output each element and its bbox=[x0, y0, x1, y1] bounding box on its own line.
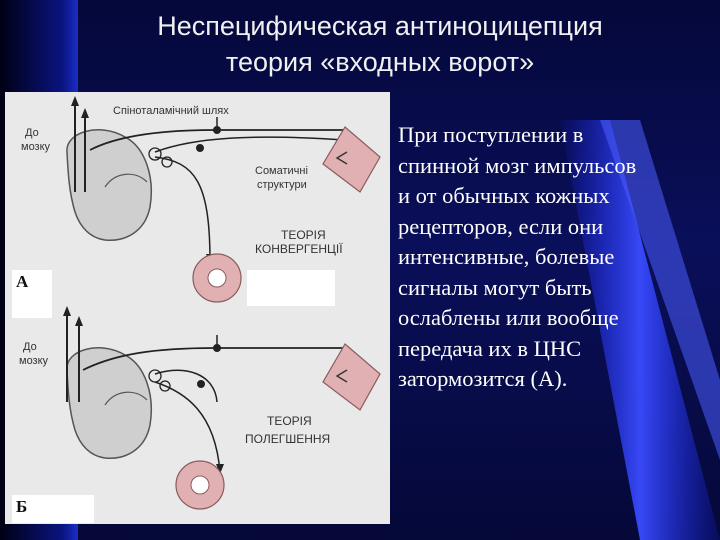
spinal-cord-top bbox=[66, 129, 152, 241]
gate-theory-figure: До мозку Спіноталамічний шлях Соматичні … bbox=[5, 92, 390, 524]
body-line: передача их в ЦНС bbox=[398, 335, 582, 361]
title-line-2: теория «входных ворот» bbox=[225, 47, 535, 77]
theory-label-bottom-1: ТЕОРІЯ bbox=[267, 414, 312, 428]
top-diagram: До мозку Спіноталамічний шлях Соматичні … bbox=[21, 96, 381, 303]
blank-box bbox=[247, 270, 335, 306]
panel-label-b: Б bbox=[12, 495, 94, 523]
bottom-diagram: До мозку ТЕОРІЯ ПОЛЕГШЕННЯ bbox=[19, 306, 381, 510]
slide-body-text: При поступлении в спинной мозг импульсов… bbox=[398, 120, 708, 395]
afferent-line-top bbox=[89, 129, 345, 151]
theory-label-top-2: КОНВЕРГЕНЦІЇ bbox=[255, 242, 343, 256]
to-brain-label-bottom-2: мозку bbox=[19, 355, 49, 367]
body-line: и от обычных кожных bbox=[398, 183, 610, 208]
to-brain-label-top-1: До bbox=[25, 127, 39, 139]
somatic-structure-diamond-bottom bbox=[322, 343, 381, 411]
title-line-1: Неспецифическая антиноцицепция bbox=[157, 11, 603, 41]
afferent-line-bottom bbox=[82, 347, 345, 371]
somatic-label-2: структури bbox=[257, 179, 307, 191]
body-line: ослаблены или вообще bbox=[398, 305, 619, 330]
tract-label: Спіноталамічний шлях bbox=[113, 105, 229, 117]
body-line: рецепторов, если они bbox=[398, 213, 604, 239]
body-line: При поступлении в bbox=[398, 122, 584, 147]
body-line: затормозится (А). bbox=[398, 366, 568, 391]
panel-label-a: А bbox=[12, 270, 52, 318]
somatic-structure-diamond-top bbox=[322, 126, 381, 193]
theory-label-top-1: ТЕОРІЯ bbox=[281, 228, 326, 242]
to-brain-label-bottom-1: До bbox=[23, 341, 37, 353]
slide-title: Неспецифическая антиноцицепция теория «в… bbox=[80, 8, 680, 80]
body-line: сигналы могут быть bbox=[398, 274, 592, 300]
theory-label-bottom-2: ПОЛЕГШЕННЯ bbox=[245, 432, 330, 446]
spinal-cord-bottom bbox=[66, 347, 152, 459]
to-brain-label-top-2: мозку bbox=[21, 141, 51, 153]
body-line: спинной мозг импульсов bbox=[398, 152, 637, 178]
body-line: интенсивные, болевые bbox=[398, 244, 615, 269]
somatic-label-1: Соматичні bbox=[255, 165, 308, 177]
